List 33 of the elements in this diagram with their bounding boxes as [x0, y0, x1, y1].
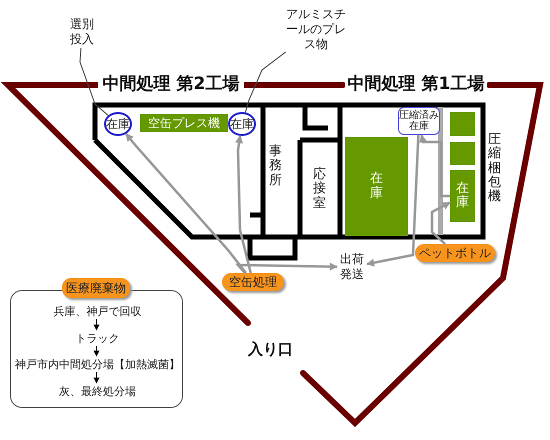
stock-box: 圧縮済み在庫	[398, 107, 440, 135]
leader-line	[244, 52, 286, 113]
process-tag: 空缶処理	[222, 273, 284, 291]
arrow	[366, 134, 420, 267]
arrow	[419, 134, 450, 198]
storage-area: 在庫	[345, 137, 408, 236]
arrow	[235, 262, 338, 274]
note-text: アルミスチールのプレス物	[284, 6, 348, 52]
arrow	[430, 201, 451, 245]
arrow	[125, 133, 247, 274]
machine-box	[450, 142, 475, 165]
flow-step: 神戸市内中間処分場【加熱滅菌】	[12, 357, 183, 373]
process-tag: 医療廃棄物	[62, 278, 130, 298]
storage-area: 在庫	[450, 170, 475, 222]
note-text: 選別投入	[66, 16, 98, 48]
process-tag: ペットボトル	[415, 244, 495, 262]
machine-box	[450, 112, 475, 136]
note-text: 出荷発送	[337, 252, 367, 282]
machine-box: 空缶プレス機	[140, 114, 228, 132]
flow-step: 兵庫、神戸で回収	[31, 304, 164, 320]
stock-circle: 在庫	[104, 112, 132, 136]
flow-step: トラック	[61, 331, 134, 347]
arrow	[94, 372, 100, 384]
room-label: 応接室	[313, 168, 329, 218]
leader-line	[80, 48, 109, 116]
arrow	[94, 346, 100, 357]
arrow	[235, 135, 252, 274]
entrance-label: 入り口	[248, 340, 294, 359]
machine-label: 圧縮梱包機	[488, 133, 501, 204]
arrow	[94, 318, 100, 331]
stock-circle: 在庫	[228, 112, 256, 136]
flow-step: 灰、最終処分場	[51, 384, 144, 400]
room-label: 事務所	[269, 145, 285, 195]
